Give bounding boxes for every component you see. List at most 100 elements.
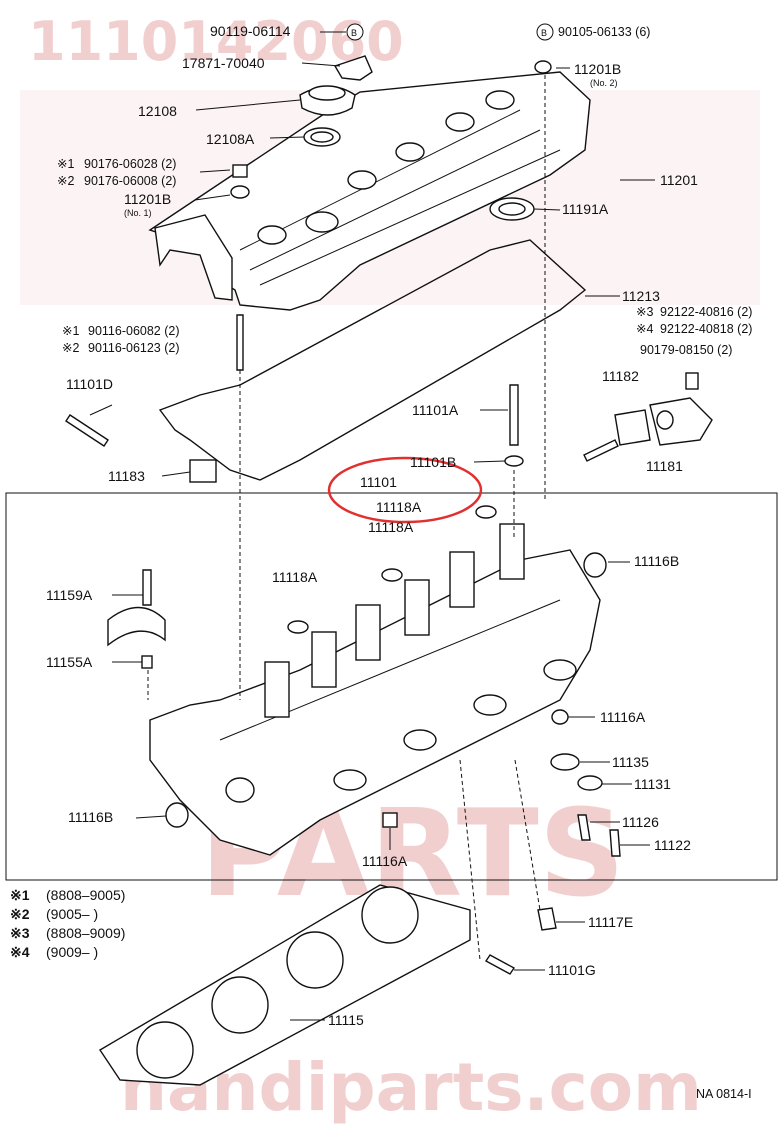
label-11201: 11201 — [660, 172, 698, 188]
head-gasket — [99, 884, 471, 1086]
label-11201b-top: 11201B — [574, 61, 621, 77]
ring-11131 — [577, 775, 603, 791]
plug-11116a-right — [551, 709, 569, 725]
bolt-11159a — [142, 569, 152, 606]
marker-m1-mid: ※1 — [62, 324, 79, 338]
label-92122a: 92122-40816 (2) — [660, 305, 752, 319]
pin-11155a — [141, 655, 153, 669]
label-11116b-top: 11116B — [634, 553, 679, 569]
marker-m2-mid: ※2 — [62, 341, 79, 355]
marker-m4: ※4 — [636, 322, 653, 336]
head-bolt — [509, 384, 519, 446]
plug-11116b-top — [583, 552, 607, 578]
b-marker-right — [536, 23, 554, 41]
cover-nut-right — [534, 60, 552, 74]
label-11101g: 11101G — [548, 962, 596, 978]
stud-11101d — [65, 414, 109, 447]
label-11118a-mid: 11118A — [368, 519, 414, 535]
label-11118a-left: 11118A — [272, 569, 318, 585]
pin-11126 — [577, 814, 591, 841]
label-11201b-top-sub: (No. 2) — [590, 78, 618, 88]
label-11118a-top: 11118A — [376, 499, 422, 515]
label-11159a: 11159A — [46, 587, 93, 603]
b-marker-left — [346, 23, 364, 41]
cylinder-head — [149, 549, 601, 856]
legend-range-1: (8808–9005) — [46, 887, 125, 903]
plug-seal — [489, 197, 535, 221]
head-bolt-washer — [504, 455, 524, 467]
label-11101: 11101 — [360, 474, 397, 490]
oil-filler-cap — [299, 85, 356, 116]
label-11101b: 11101B — [410, 454, 456, 470]
date-legend: ※1 (8808–9005) ※2 (9005– ) ※3 (8808–9009… — [10, 887, 125, 960]
label-11101a: 11101A — [412, 402, 459, 418]
label-11182: 11182 — [602, 368, 639, 384]
legend-range-2: (9005– ) — [46, 906, 98, 922]
label-12108a: 12108A — [206, 131, 255, 147]
label-90116b: 90116-06123 (2) — [88, 341, 180, 355]
cylinder-head-frame — [5, 492, 778, 881]
label-90176b: 90176-06008 (2) — [84, 174, 176, 188]
label-11201b-left-sub: (No. 1) — [124, 208, 152, 218]
plug-11117e — [537, 907, 557, 931]
label-11183: 11183 — [108, 468, 145, 484]
wire-bracket — [333, 55, 373, 81]
label-11131: 11131 — [634, 776, 671, 792]
bracket-11183 — [189, 459, 217, 483]
label-12108: 12108 — [138, 103, 177, 119]
valve-seal-b — [381, 568, 403, 582]
pin-11122 — [609, 829, 621, 857]
label-17871: 17871-70040 — [182, 55, 265, 71]
cover-stud — [236, 314, 244, 371]
ring-11135 — [550, 753, 580, 771]
label-11126: 11126 — [622, 814, 659, 830]
water-outlet — [649, 397, 713, 446]
bolt-11101g — [484, 954, 516, 975]
label-11201b-left: 11201B — [124, 191, 171, 207]
label-90179: 90179-08150 (2) — [640, 343, 732, 357]
b-marker-left-text: B — [351, 28, 357, 38]
label-11116b-left: 11116B — [68, 809, 113, 825]
label-11155a: 11155A — [46, 654, 93, 670]
diagram-code: NA 0814-I — [696, 1087, 752, 1101]
outlet-bolt — [685, 372, 699, 390]
water-outlet-stud — [583, 439, 619, 462]
legend-range-4: (9009– ) — [46, 944, 98, 960]
valve-seal-c — [475, 505, 497, 519]
label-11122: 11122 — [654, 837, 691, 853]
legend-mark-3: ※3 — [10, 925, 30, 941]
legend-mark-4: ※4 — [10, 944, 30, 960]
label-11191a: 11191A — [562, 201, 609, 217]
label-11181: 11181 — [646, 458, 683, 474]
label-90105: 90105-06133 (6) — [558, 25, 650, 39]
label-11135: 11135 — [612, 754, 649, 770]
legend-mark-2: ※2 — [10, 906, 30, 922]
b-marker-right-text: B — [541, 28, 547, 38]
marker-m2-top: ※2 — [57, 174, 74, 188]
label-11115: 11115 — [328, 1012, 364, 1028]
leader-lines — [89, 31, 655, 1021]
valve-lifters — [264, 523, 525, 718]
cylinder-head-cover — [148, 71, 591, 311]
legend-mark-1: ※1 — [10, 887, 30, 903]
water-outlet-gasket — [614, 409, 651, 446]
highlight-ellipse — [327, 456, 483, 524]
label-11101d: 11101D — [66, 376, 113, 392]
label-90116a: 90116-06082 (2) — [88, 324, 180, 338]
bearing-cap — [107, 606, 166, 647]
cap-gasket — [303, 127, 341, 147]
legend-range-3: (8808–9009) — [46, 925, 125, 941]
label-11116a-right: 11116A — [600, 709, 646, 725]
marker-m3: ※3 — [636, 305, 653, 319]
label-11117e: 11117E — [588, 914, 633, 930]
dashed-guides — [147, 75, 546, 961]
label-90119: 90119-06114 — [210, 23, 291, 39]
watermark-part-number: 1110142060 — [28, 10, 404, 73]
cover-nut-left — [230, 164, 250, 199]
marker-m1-top: ※1 — [57, 157, 74, 171]
label-11213: 11213 — [622, 288, 660, 304]
label-11116a-bottom: 11116A — [362, 853, 408, 869]
valve-seal-a — [287, 620, 309, 634]
